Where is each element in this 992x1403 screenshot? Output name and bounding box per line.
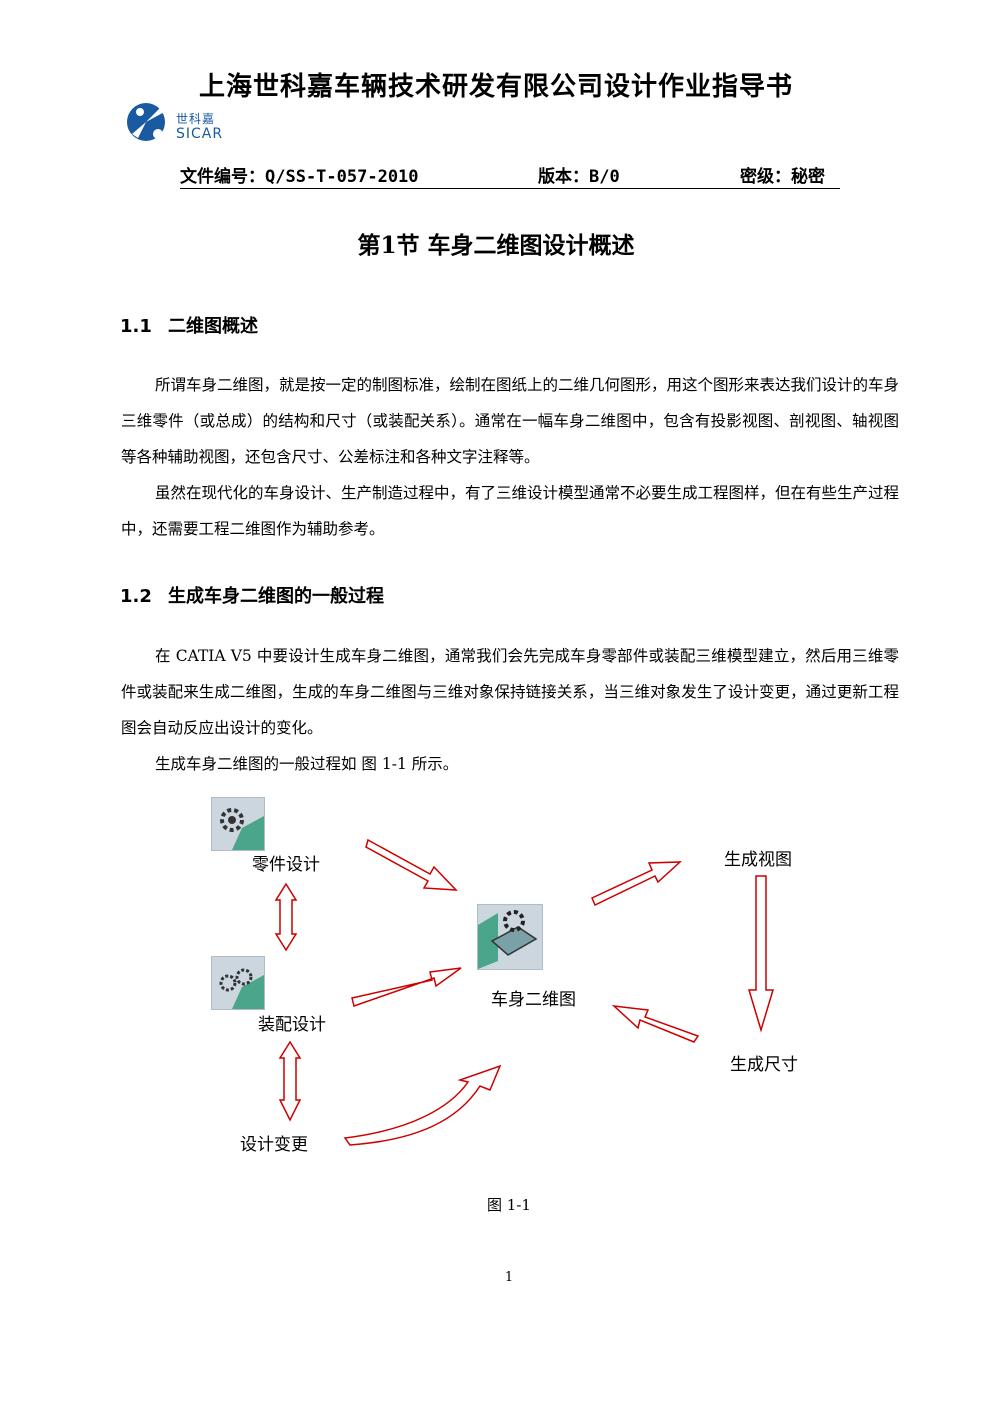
- paragraph: 生成车身二维图的一般过程如 图 1-1 所示。: [155, 755, 459, 773]
- paragraph: 在 CATIA V5 中要设计生成车身二维图，通常我们会先完成车身零部件或装配三…: [121, 647, 899, 737]
- arrow-change-to-drawing: [343, 1064, 502, 1146]
- doc-number: 文件编号：Q/SS-T-057-2010: [180, 167, 419, 187]
- doc-version: 版本：B/0: [538, 167, 620, 187]
- label-drawing: 车身二维图: [491, 990, 576, 1010]
- label-assembly-design: 装配设计: [258, 1015, 326, 1035]
- arrow-to-generate-view: [591, 861, 683, 907]
- logo-text-en: SICAR: [176, 126, 224, 142]
- figure-caption: 图 1-1: [487, 1196, 531, 1214]
- part-design-icon: [211, 797, 265, 851]
- paragraph: 虽然在现代化的车身设计、生产制造过程中，有了三维设计模型通常不必要生成工程图样，…: [121, 484, 900, 538]
- paragraph: 所谓车身二维图，就是按一定的制图标准，绘制在图纸上的二维几何图形，用这个图形来表…: [121, 376, 900, 466]
- logo-text-cn: 世科嘉: [176, 112, 216, 126]
- heading-number: 1.2: [120, 586, 152, 607]
- heading-number: 1.1: [120, 316, 152, 337]
- label-generate-dimension: 生成尺寸: [730, 1055, 798, 1075]
- section-title: 第1节 车身二维图设计概述: [357, 232, 635, 259]
- arrow-part-assembly: [274, 882, 298, 952]
- arrow-assembly-change: [278, 1040, 302, 1122]
- heading-title: 二维图概述: [168, 316, 258, 337]
- arrow-part-to-drawing: [365, 838, 458, 891]
- label-generate-view: 生成视图: [724, 850, 792, 870]
- arrow-dimension-to-drawing: [611, 1004, 700, 1043]
- diagram-arrows: [274, 838, 775, 1146]
- company-title: 上海世科嘉车辆技术研发有限公司设计作业指导书: [198, 72, 793, 102]
- arrow-assembly-to-drawing: [351, 967, 462, 1007]
- sicar-logo-icon: [127, 103, 168, 141]
- assembly-design-icon: [211, 956, 265, 1010]
- label-part-design: 零件设计: [252, 855, 320, 875]
- arrow-view-to-dimension: [747, 875, 775, 1033]
- label-design-change: 设计变更: [240, 1135, 308, 1155]
- document-info-line: 文件编号：Q/SS-T-057-2010 版本：B/0 密级：秘密: [180, 160, 840, 189]
- drawing-icon: [477, 904, 543, 970]
- page-number: 1: [504, 1270, 514, 1285]
- heading-title: 生成车身二维图的一般过程: [168, 586, 384, 607]
- process-diagram: 零件设计 装配设计 设计变更 车身二维图 生成视图 生成尺寸: [200, 790, 840, 1170]
- sicar-logo: 世科嘉 SICAR: [124, 92, 244, 152]
- heading-1-1: 1.1 二维图概述: [120, 312, 258, 338]
- heading-1-2: 1.2 生成车身二维图的一般过程: [120, 582, 384, 608]
- doc-security: 密级：秘密: [740, 167, 825, 187]
